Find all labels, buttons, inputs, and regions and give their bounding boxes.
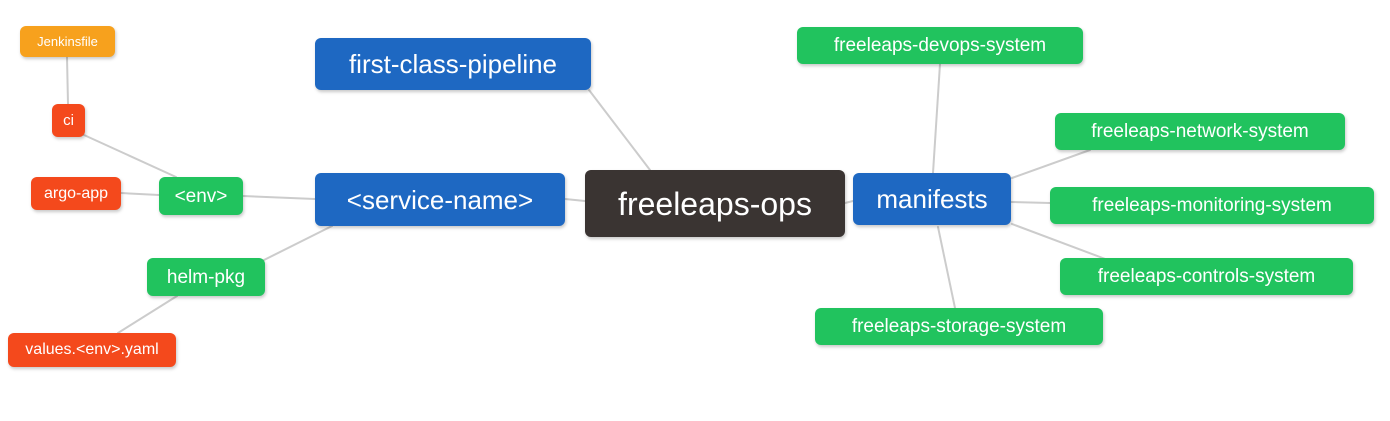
node-service-name[interactable]: <service-name> <box>315 173 565 226</box>
node-label: helm-pkg <box>166 266 246 288</box>
node-freeleaps-ops[interactable]: freeleaps-ops <box>585 170 845 237</box>
node-values-env-yaml[interactable]: values.<env>.yaml <box>8 333 176 367</box>
edge-service-name-to-freeleaps-ops <box>564 198 586 202</box>
node-freeleaps-storage-system[interactable]: freeleaps-storage-system <box>815 308 1103 345</box>
node-label: <service-name> <box>346 184 534 215</box>
edge-ci-to-env <box>83 134 177 178</box>
edge-manifests-to-freeleaps-controls-system <box>1011 223 1109 261</box>
node-label: freeleaps-storage-system <box>851 316 1067 337</box>
node-env[interactable]: <env> <box>159 177 243 215</box>
node-label: freeleaps-devops-system <box>833 35 1047 56</box>
node-label: freeleaps-network-system <box>1091 121 1309 142</box>
node-label: Jenkinsfile <box>37 34 98 49</box>
node-argo-app[interactable]: argo-app <box>31 177 121 210</box>
edge-manifests-to-freeleaps-monitoring-system <box>1010 201 1051 204</box>
edge-freeleaps-ops-to-manifests <box>844 200 854 204</box>
node-first-class-pipeline[interactable]: first-class-pipeline <box>315 38 591 90</box>
node-label: manifests <box>876 184 988 214</box>
edge-first-class-pipeline-to-freeleaps-ops <box>588 89 651 171</box>
node-label: freeleaps-monitoring-system <box>1092 195 1332 216</box>
node-label: freeleaps-ops <box>618 185 812 222</box>
node-label: argo-app <box>43 184 109 202</box>
node-freeleaps-network-system[interactable]: freeleaps-network-system <box>1055 113 1345 150</box>
edge-manifests-to-freeleaps-storage-system <box>937 226 956 309</box>
edge-service-name-to-helm-pkg <box>263 225 333 261</box>
edge-manifests-to-freeleaps-devops-system <box>932 63 941 174</box>
node-label: <env> <box>174 185 228 207</box>
edge-env-to-service-name <box>242 195 316 200</box>
node-freeleaps-controls-system[interactable]: freeleaps-controls-system <box>1060 258 1353 295</box>
edge-argo-app-to-env <box>120 192 160 196</box>
node-manifests[interactable]: manifests <box>853 173 1011 225</box>
node-label: ci <box>63 112 74 129</box>
edge-helm-pkg-to-values-env-yaml <box>117 295 178 334</box>
node-helm-pkg[interactable]: helm-pkg <box>147 258 265 296</box>
node-freeleaps-monitoring-system[interactable]: freeleaps-monitoring-system <box>1050 187 1374 224</box>
node-freeleaps-devops-system[interactable]: freeleaps-devops-system <box>797 27 1083 64</box>
node-label: values.<env>.yaml <box>25 341 159 358</box>
edge-jenkinsfile-to-ci <box>66 56 69 105</box>
node-ci[interactable]: ci <box>52 104 85 137</box>
node-jenkinsfile[interactable]: Jenkinsfile <box>20 26 115 57</box>
edge-manifests-to-freeleaps-network-system <box>1011 149 1091 179</box>
node-label: freeleaps-controls-system <box>1097 266 1316 287</box>
node-label: first-class-pipeline <box>348 49 558 79</box>
